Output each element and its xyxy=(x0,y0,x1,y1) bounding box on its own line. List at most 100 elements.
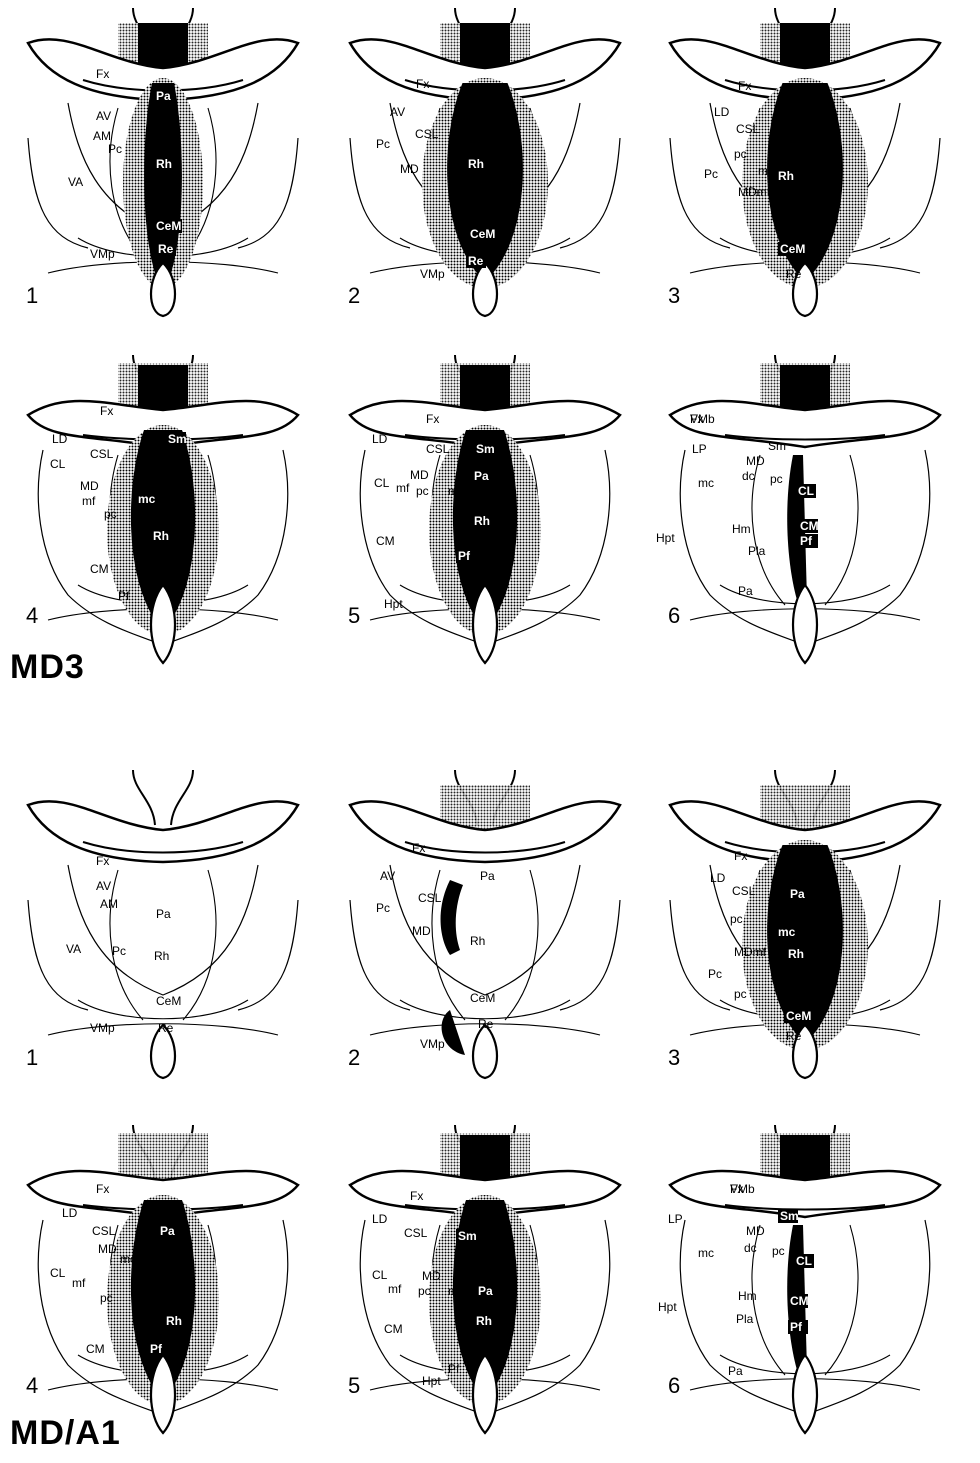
region-label: pc xyxy=(104,507,117,521)
region-label: AM xyxy=(93,129,111,143)
region-label: MD xyxy=(400,162,419,176)
panel-number: 3 xyxy=(668,1045,680,1071)
region-label: Pa xyxy=(775,125,790,139)
region-label: Fx xyxy=(96,67,109,81)
region-label: CSL xyxy=(404,1226,428,1240)
region-label: pc xyxy=(770,472,783,486)
region-label: Fx xyxy=(96,854,109,868)
lesion-track xyxy=(441,880,465,1055)
region-label: Rh xyxy=(156,157,172,171)
region-label: CSL xyxy=(732,884,756,898)
panel-number: 5 xyxy=(348,1373,360,1399)
region-label: LD xyxy=(62,1206,78,1220)
region-label: MD xyxy=(746,454,765,468)
region-label: Pa xyxy=(478,1284,493,1298)
region-label: Rh xyxy=(778,169,794,183)
region-label: AV xyxy=(96,109,111,123)
region-label: Pla xyxy=(748,544,766,558)
region-label: mf xyxy=(396,481,410,495)
region-label: MDmf xyxy=(738,185,771,199)
region-label: CSL xyxy=(736,122,760,136)
panel-number: 1 xyxy=(26,283,38,309)
region-label: LP xyxy=(692,442,707,456)
ventricle-outline xyxy=(133,770,193,825)
third-ventricle xyxy=(473,1025,497,1078)
region-label: Pf xyxy=(800,534,813,548)
region-label: AV xyxy=(380,869,395,883)
region-label: Pa xyxy=(156,89,171,103)
region-label: Re xyxy=(158,1021,174,1035)
section-drawing: FxPaAVAMVAPcRhCeMReVMp xyxy=(8,8,318,318)
region-label: Fx xyxy=(410,1189,423,1203)
region-label: Pc xyxy=(704,167,718,181)
region-label: Sm xyxy=(780,1209,799,1223)
region-label: mc xyxy=(698,1246,714,1260)
region-label: Pf xyxy=(790,1320,803,1334)
region-label: Pc xyxy=(708,967,722,981)
section-panel-md3-3: FxLDCSLPapcPcmcRhMDmfCeMRe3 xyxy=(650,8,960,318)
region-label: CeM xyxy=(786,1009,811,1023)
region-label: Sm xyxy=(458,1229,477,1243)
region-label: LD xyxy=(372,432,388,446)
section-drawing: FxLPSmMDdcpcmcCLHmCMHptPlaPfPaVMb xyxy=(650,355,960,665)
region-label: mc xyxy=(448,1284,464,1298)
region-label: Pla xyxy=(736,1312,754,1326)
section-panel-md-a1-4: FxLDCSLPaCLMDmcmfpcRhCMPf4 xyxy=(8,1125,318,1435)
region-label: Pa xyxy=(790,887,805,901)
region-label: Rh xyxy=(476,1314,492,1328)
region-label: CeM xyxy=(470,227,495,241)
region-label: CeM xyxy=(156,994,181,1008)
section-drawing: FxAVCSLPaPcMDRhCeMReVMp xyxy=(330,770,640,1080)
region-label: dc xyxy=(744,1241,757,1255)
region-label: dc xyxy=(742,469,755,483)
region-label: mc xyxy=(120,1252,136,1266)
thalamus-outline xyxy=(28,865,298,1010)
region-label: pc xyxy=(416,484,429,498)
region-label: Pc xyxy=(376,137,390,151)
region-label: pc xyxy=(734,147,747,161)
region-label: Fx xyxy=(100,404,113,418)
region-label: CSL xyxy=(92,1224,116,1238)
region-label: Rh xyxy=(474,514,490,528)
section-panel-md-a1-1: FxAVAMPaVAPcRhCeMVMpRe1 xyxy=(8,770,318,1080)
region-label: MD xyxy=(746,1224,765,1238)
section-panel-md3-4: FxLDSmCLCSLMDmfmcpcRhCMPf4 xyxy=(8,355,318,665)
region-label: Pc xyxy=(108,142,122,156)
region-label: Fx xyxy=(734,849,747,863)
region-label: VMp xyxy=(420,1037,445,1051)
region-label: Pa xyxy=(160,1224,175,1238)
region-label: LD xyxy=(710,871,726,885)
region-label: CM xyxy=(90,562,109,576)
region-label: Pa xyxy=(728,1364,743,1378)
region-label: Re xyxy=(786,267,802,281)
region-label: mc xyxy=(138,492,156,506)
nucleus-boundaries xyxy=(370,870,600,1035)
region-label: MDmf xyxy=(734,945,767,959)
region-label: MD xyxy=(80,479,99,493)
region-label: mc xyxy=(448,484,464,498)
region-label: Pf xyxy=(448,1362,460,1376)
panel-number: 6 xyxy=(668,603,680,629)
section-drawing: FxAVCSLPcMDRhCeMReVMp xyxy=(330,8,640,318)
region-label: pc xyxy=(730,912,743,926)
case-label-md-a1: MD/A1 xyxy=(10,1414,121,1453)
region-label: pc xyxy=(418,1284,431,1298)
region-label: CeM xyxy=(780,242,805,256)
region-label: Rh xyxy=(470,934,485,948)
section-drawing: FxLDSmCLCSLMDmfmcpcRhCMPf xyxy=(8,355,318,665)
region-label: CSL xyxy=(418,891,442,905)
region-label: mc xyxy=(758,164,774,178)
panel-number: 2 xyxy=(348,1045,360,1071)
region-label: mc xyxy=(698,476,714,490)
region-label: mf xyxy=(388,1282,402,1296)
region-label: Sm xyxy=(168,432,187,446)
region-label: CeM xyxy=(156,219,181,233)
region-label: Pf xyxy=(458,549,471,563)
region-label: Fx xyxy=(416,77,429,91)
section-drawing: FxLDCSLPapcmcRhMDmfPcpcCeMRe xyxy=(650,770,960,1080)
case-label-md3: MD3 xyxy=(10,648,85,687)
region-label: Re xyxy=(158,242,174,256)
panel-number: 2 xyxy=(348,283,360,309)
